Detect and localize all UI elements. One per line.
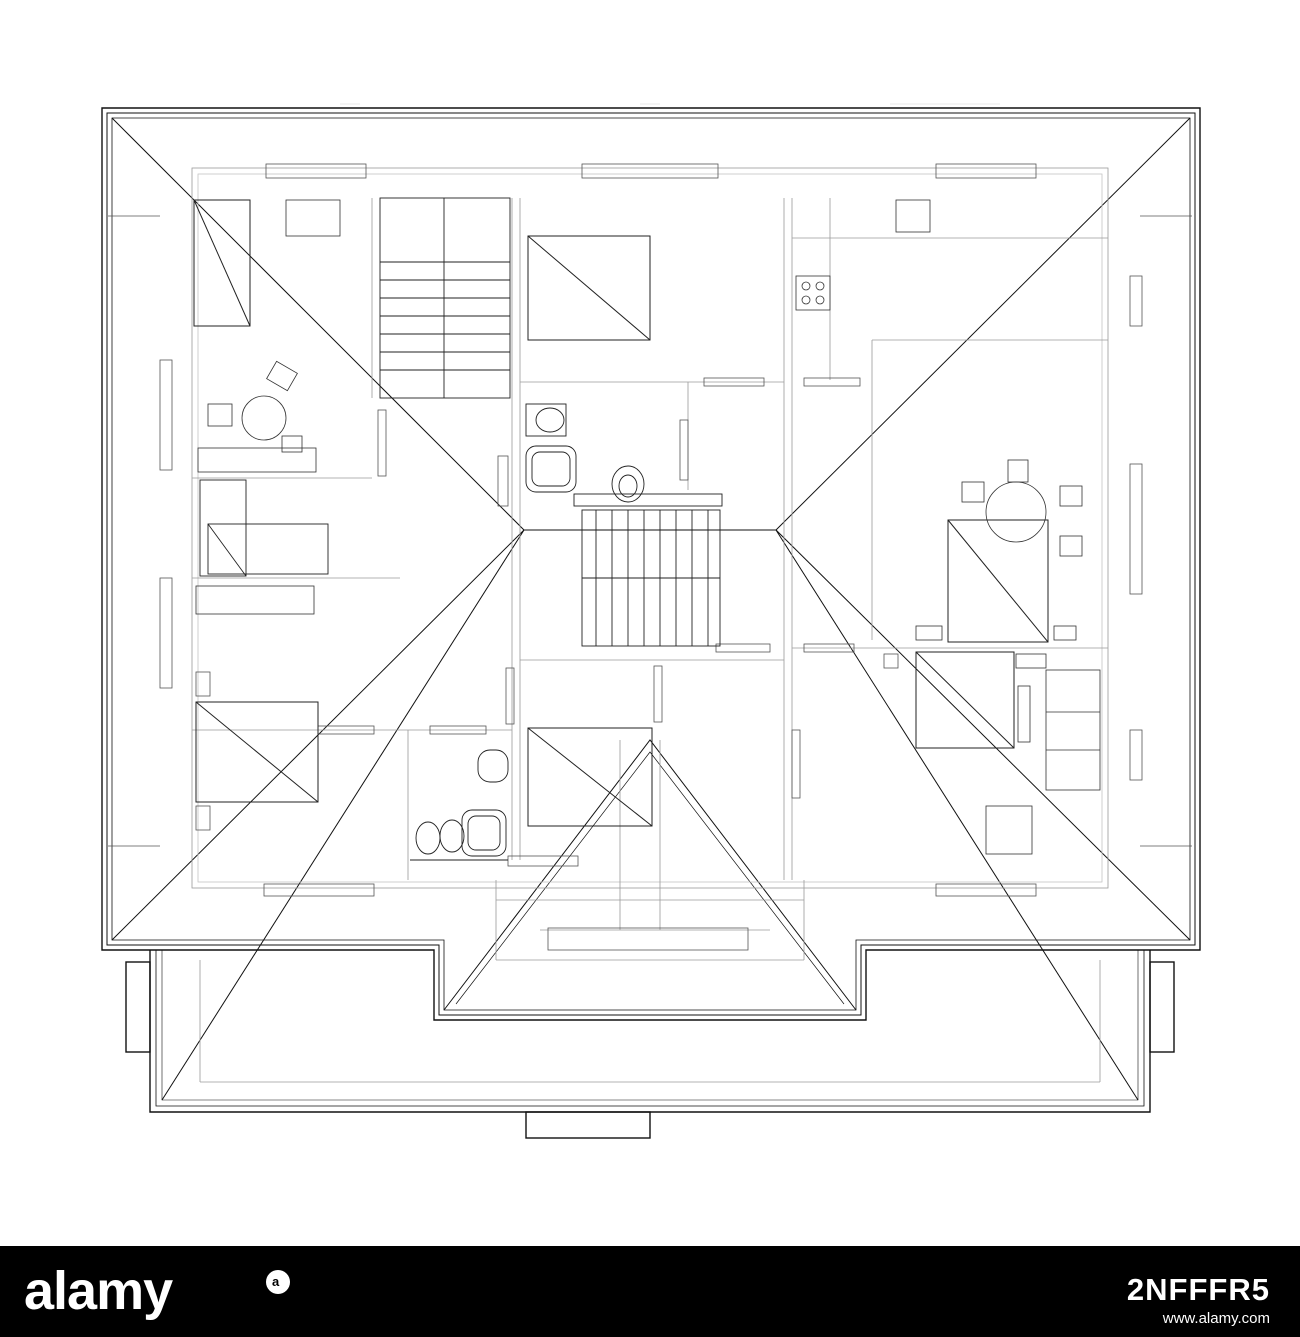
roof-ridges (111, 117, 1191, 1101)
staircase-left (199, 479, 329, 577)
furniture (195, 199, 1101, 855)
site-url-label: www.alamy.com (1162, 1310, 1270, 1327)
brand-logo-icon: a (266, 1270, 290, 1294)
staircase-upper (379, 197, 511, 399)
bathroom-fixtures (410, 403, 645, 861)
image-id-label: 2NFFFR5 (1126, 1272, 1270, 1307)
windows (108, 163, 1192, 951)
interior-walls (191, 167, 1109, 1083)
staircase-central (573, 493, 723, 647)
stock-banner: alamy a 2NFFFR5 www.alamy.com (0, 1246, 1300, 1337)
beds (193, 199, 1049, 827)
floor-plan-drawing (101, 103, 1201, 1139)
roof-outline (101, 107, 1201, 1139)
brand-logo-text: alamy (24, 1261, 173, 1321)
